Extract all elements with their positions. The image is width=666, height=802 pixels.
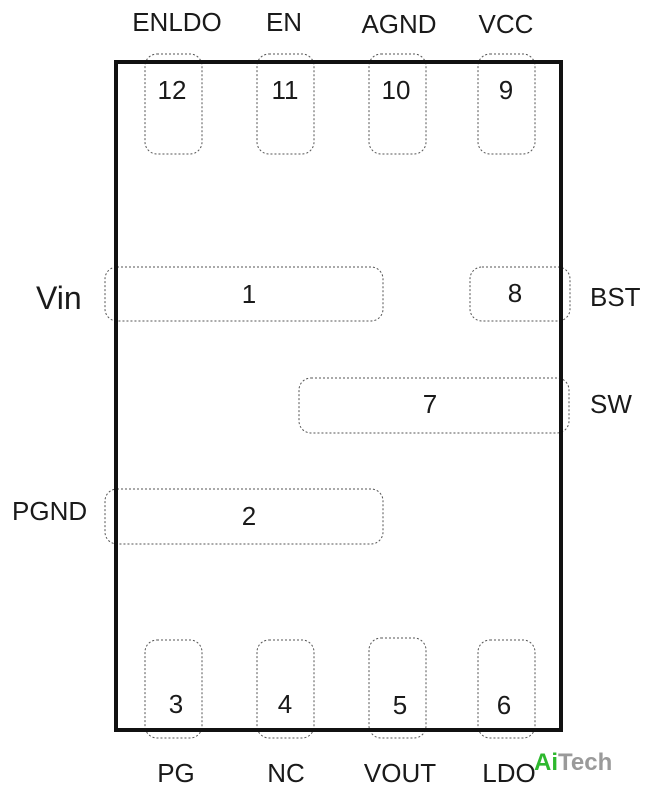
pin-name-1: Vin	[36, 280, 82, 316]
aitech-logo: AiTech	[534, 749, 612, 776]
pad-9	[477, 53, 536, 155]
pad-3	[144, 639, 203, 739]
pad-6	[477, 639, 536, 739]
pin-name-12: ENLDO	[132, 7, 222, 37]
pin-number-1: 1	[242, 279, 256, 309]
pad-11	[256, 53, 315, 155]
logo-part-tech: Tech	[558, 749, 612, 776]
pin-name-8: BST	[590, 282, 641, 312]
pin-name-10: AGND	[361, 9, 436, 39]
pin-number-7: 7	[423, 389, 437, 419]
logo-part-ai: Ai	[534, 749, 558, 776]
pin-name-9: VCC	[479, 9, 534, 39]
pin-number-9: 9	[499, 75, 513, 105]
pad-5	[368, 637, 427, 739]
pin-name-7: SW	[590, 389, 632, 419]
pin-name-6: LDO	[482, 758, 535, 788]
pin-number-12: 12	[158, 75, 187, 105]
pad-8	[469, 266, 571, 322]
pin-number-8: 8	[508, 278, 522, 308]
pin-number-4: 4	[278, 689, 292, 719]
pad-2	[104, 488, 384, 545]
pin-name-5: VOUT	[364, 758, 436, 788]
pin-number-5: 5	[393, 690, 407, 720]
pin-name-2: PGND	[12, 496, 87, 526]
pin-name-3: PG	[157, 758, 195, 788]
pin-number-2: 2	[242, 501, 256, 531]
pad-1	[104, 266, 384, 322]
package-body-outline	[114, 60, 563, 732]
pad-4	[256, 639, 315, 739]
pin-name-11: EN	[266, 7, 302, 37]
pad-12	[144, 53, 203, 155]
pad-10	[368, 53, 427, 155]
pin-name-4: NC	[267, 758, 305, 788]
pin-number-10: 10	[382, 75, 411, 105]
pin-number-11: 11	[272, 75, 299, 105]
pad-7	[298, 377, 570, 434]
pin-number-6: 6	[497, 690, 511, 720]
pin-number-3: 3	[169, 689, 183, 719]
